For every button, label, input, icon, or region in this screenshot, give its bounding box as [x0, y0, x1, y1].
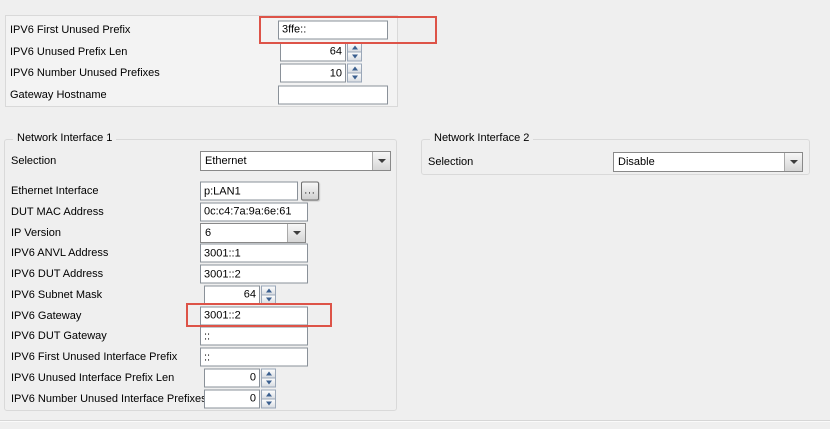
dut-mac-address-row: DUT MAC Address: [5, 202, 396, 223]
spin-down-icon: [351, 54, 358, 59]
ipv6-number-unused-interface-prefixes-input[interactable]: [204, 389, 260, 409]
ipv6-dut-address-row: IPV6 DUT Address: [5, 264, 396, 285]
selection-dropdown-button[interactable]: [372, 152, 390, 171]
spin-down-icon: [265, 297, 272, 302]
selection-ni2-label: Selection: [428, 155, 474, 168]
spin-down-icon: [351, 75, 358, 80]
ipv6-subnet-mask-row: IPV6 Subnet Mask: [5, 285, 396, 306]
ipv6-unused-interface-prefix-len-label: IPV6 Unused Interface Prefix Len: [11, 371, 175, 384]
selection-ni2-row: Selection Disable: [422, 151, 809, 172]
ipv6-dut-gateway-row: IPV6 DUT Gateway: [5, 326, 396, 347]
ipv6-number-unused-interface-prefixes-spin-down-button[interactable]: [261, 398, 276, 409]
ipv6-first-unused-prefix-row: IPV6 First Unused Prefix: [6, 19, 397, 41]
ip-version-selected-value: 6: [205, 226, 212, 239]
ethernet-interface-input[interactable]: [200, 181, 298, 201]
ipv6-first-unused-interface-prefix-row: IPV6 First Unused Interface Prefix: [5, 347, 396, 368]
ipv6-subnet-mask-input[interactable]: [204, 285, 260, 305]
ipv6-number-unused-interface-prefixes-label: IPV6 Number Unused Interface Prefixes: [11, 392, 207, 405]
ipv6-anvl-address-label: IPV6 ANVL Address: [11, 247, 109, 260]
ipv6-dut-address-input[interactable]: [200, 264, 308, 284]
ipv6-first-unused-prefix-input[interactable]: [278, 20, 388, 40]
ipv6-subnet-mask-spin-buttons: [261, 285, 276, 305]
ipv6-unused-prefix-len-row: IPV6 Unused Prefix Len: [6, 41, 397, 63]
ipv6-number-unused-prefixes-spinner: [280, 63, 362, 83]
spin-up-icon: [265, 392, 272, 397]
ipv6-unused-interface-prefix-len-spin-down-button[interactable]: [261, 377, 276, 388]
selection-ni2-combobox[interactable]: Disable: [613, 151, 803, 172]
ipv6-unused-interface-prefix-len-input[interactable]: [204, 368, 260, 388]
selection-label: Selection: [11, 155, 57, 168]
bottom-divider: [0, 420, 830, 422]
selection-ni2-dropdown-button[interactable]: [784, 152, 802, 171]
ethernet-interface-browse-button[interactable]: ...: [301, 181, 319, 201]
top-form-panel: IPV6 First Unused PrefixIPV6 Unused Pref…: [5, 15, 398, 107]
ipv6-first-unused-interface-prefix-input[interactable]: [200, 347, 308, 367]
ipv6-unused-prefix-len-spinner: [280, 42, 362, 62]
network-interface-1-title: Network Interface 1: [13, 132, 117, 144]
ip-version-label: IP Version: [11, 226, 61, 239]
dropdown-arrow-icon: [377, 159, 386, 164]
spin-up-icon: [351, 66, 358, 71]
ipv6-unused-prefix-len-spin-down-button[interactable]: [347, 51, 362, 62]
ipv6-gateway-row: IPV6 Gateway: [5, 305, 396, 326]
gateway-hostname-row: Gateway Hostname: [6, 84, 397, 106]
ipv6-number-unused-prefixes-label: IPV6 Number Unused Prefixes: [10, 67, 160, 80]
ipv6-unused-interface-prefix-len-row: IPV6 Unused Interface Prefix Len: [5, 368, 396, 389]
ipv6-number-unused-prefixes-spin-buttons: [347, 63, 362, 83]
dropdown-arrow-icon: [789, 159, 798, 164]
dropdown-arrow-icon: [292, 230, 301, 235]
ipv6-unused-prefix-len-input[interactable]: [280, 42, 346, 62]
selection-row: Selection Ethernet: [5, 151, 396, 172]
spin-up-icon: [265, 371, 272, 376]
ipv6-dut-gateway-label: IPV6 DUT Gateway: [11, 330, 107, 343]
ipv6-number-unused-prefixes-row: IPV6 Number Unused Prefixes: [6, 62, 397, 84]
selection-combobox[interactable]: Ethernet: [200, 151, 391, 172]
ipv6-unused-prefix-len-label: IPV6 Unused Prefix Len: [10, 45, 128, 58]
spin-down-icon: [265, 401, 272, 406]
spin-down-icon: [265, 380, 272, 385]
ipv6-gateway-input[interactable]: [200, 306, 308, 326]
ip-version-combobox[interactable]: 6: [200, 222, 306, 243]
ipv6-number-unused-prefixes-spin-down-button[interactable]: [347, 72, 362, 83]
ipv6-subnet-mask-spinner: [204, 285, 276, 305]
gateway-hostname-input[interactable]: [278, 85, 388, 105]
ethernet-interface-row: Ethernet Interface...: [5, 181, 396, 202]
spin-up-icon: [265, 288, 272, 293]
ipv6-unused-interface-prefix-len-spinner: [204, 368, 276, 388]
ipv6-subnet-mask-spin-down-button[interactable]: [261, 294, 276, 305]
ipv6-number-unused-prefixes-input[interactable]: [280, 63, 346, 83]
dut-mac-address-label: DUT MAC Address: [11, 205, 104, 218]
network-interface-2-title: Network Interface 2: [430, 132, 534, 144]
ipv6-first-unused-interface-prefix-label: IPV6 First Unused Interface Prefix: [11, 351, 178, 364]
spin-up-icon: [351, 45, 358, 50]
ip-version-row: IP Version 6: [5, 222, 396, 243]
gateway-hostname-label: Gateway Hostname: [10, 88, 107, 101]
ethernet-interface-label: Ethernet Interface: [11, 185, 99, 198]
ipv6-anvl-address-row: IPV6 ANVL Address: [5, 243, 396, 264]
ipv6-number-unused-interface-prefixes-spin-buttons: [261, 389, 276, 409]
ipv6-anvl-address-input[interactable]: [200, 243, 308, 263]
selection-selected-value: Ethernet: [205, 155, 247, 168]
network-interface-2-group: Network Interface 2 Selection Disable: [421, 132, 810, 175]
selection-ni2-selected-value: Disable: [618, 155, 655, 168]
ip-version-dropdown-button[interactable]: [287, 223, 305, 242]
ipv6-number-unused-interface-prefixes-row: IPV6 Number Unused Interface Prefixes: [5, 388, 396, 409]
ipv6-unused-prefix-len-spin-buttons: [347, 42, 362, 62]
ipv6-subnet-mask-label: IPV6 Subnet Mask: [11, 288, 103, 301]
dut-mac-address-input[interactable]: [200, 202, 308, 222]
ipv6-unused-interface-prefix-len-spin-buttons: [261, 368, 276, 388]
ipv6-number-unused-interface-prefixes-spinner: [204, 389, 276, 409]
ipv6-gateway-label: IPV6 Gateway: [11, 309, 82, 322]
ipv6-first-unused-prefix-label: IPV6 First Unused Prefix: [10, 23, 131, 36]
ipv6-dut-address-label: IPV6 DUT Address: [11, 268, 104, 281]
ipv6-dut-gateway-input[interactable]: [200, 326, 308, 346]
